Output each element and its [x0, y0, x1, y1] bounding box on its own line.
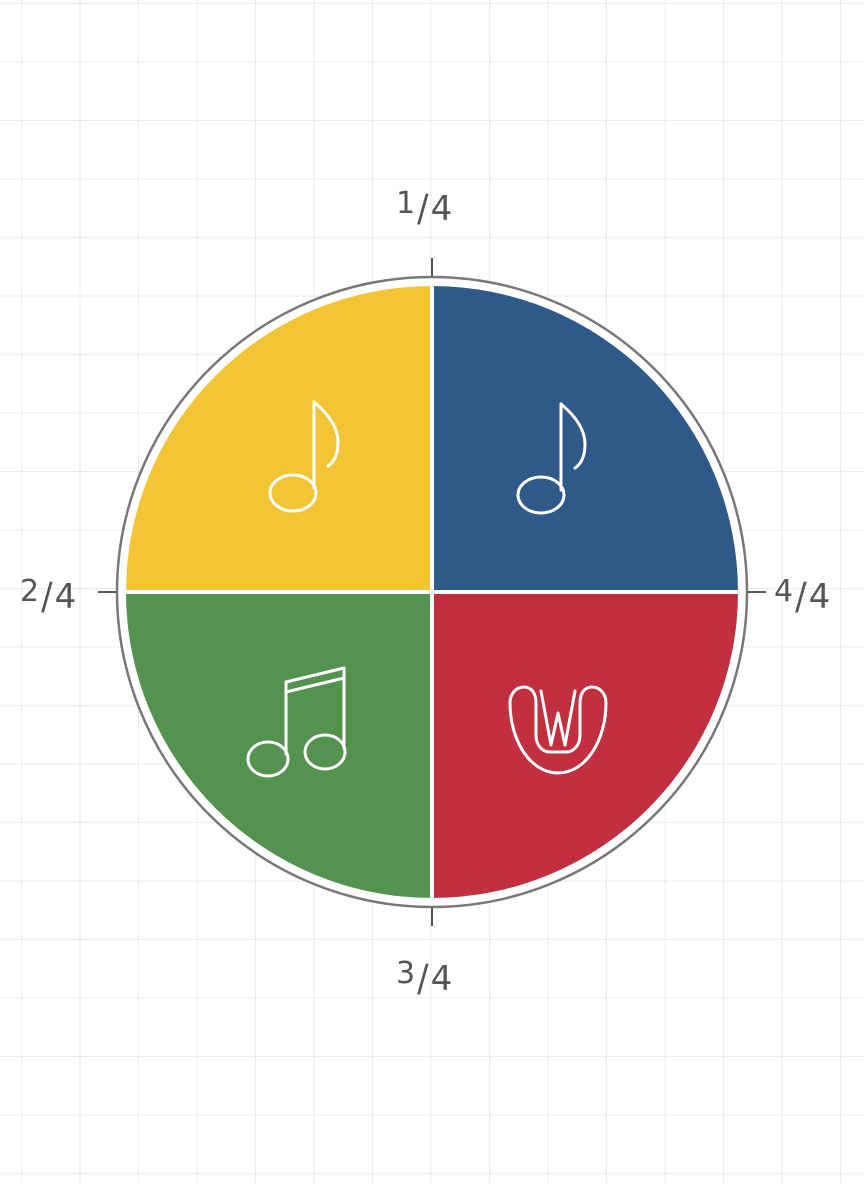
- label-top-denominator: 4: [430, 189, 454, 229]
- whole-note-icon: [508, 685, 608, 775]
- label-bottom-denominator: 4: [430, 959, 454, 999]
- label-right-denominator: 4: [808, 577, 832, 617]
- label-left-numerator: 2: [20, 574, 41, 609]
- eighth-note-icon: [268, 400, 340, 513]
- fraction-slash: /: [41, 575, 54, 619]
- label-four-quarters: 4/4: [774, 575, 832, 619]
- fraction-slash: /: [795, 575, 808, 619]
- quadrant-bottom-right: [432, 592, 738, 898]
- fraction-slash: /: [417, 187, 430, 231]
- label-three-quarters: 3/4: [396, 957, 454, 1001]
- label-one-quarter: 1/4: [396, 187, 454, 231]
- quadrant-top-left: [126, 286, 432, 592]
- label-left-denominator: 4: [54, 577, 78, 617]
- label-top-numerator: 1: [396, 186, 417, 221]
- label-bottom-numerator: 3: [396, 956, 417, 991]
- beamed-eighth-notes-icon: [246, 666, 347, 778]
- label-right-numerator: 4: [774, 574, 795, 609]
- label-two-quarters: 2/4: [20, 575, 78, 619]
- tick-marks: [98, 258, 766, 926]
- fraction-slash: /: [417, 957, 430, 1001]
- eighth-note-icon: [516, 402, 587, 515]
- quadrant-dividers: [122, 282, 742, 902]
